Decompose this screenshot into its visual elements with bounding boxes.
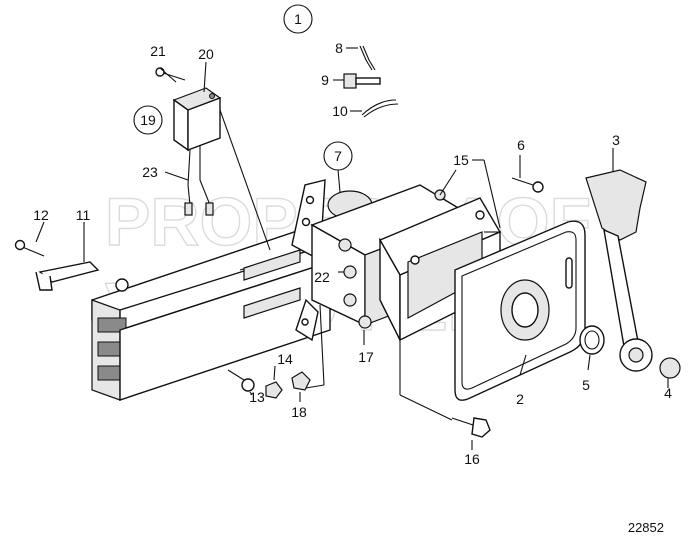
washer-13 (241, 378, 255, 392)
screw-21 (155, 67, 186, 81)
nut-22 (343, 265, 357, 279)
callout-2: 2 (516, 391, 524, 407)
split-pin-8 (359, 45, 376, 71)
callout-3: 3 (612, 132, 620, 148)
cover-plate (454, 220, 586, 401)
callout-21: 21 (150, 43, 166, 59)
callout-14: 14 (277, 351, 293, 367)
callout-23: 23 (142, 164, 158, 180)
callout-16: 16 (464, 451, 480, 467)
o-ring-inner (584, 330, 600, 350)
gasket-frame (378, 197, 502, 342)
cotter-10 (361, 99, 399, 118)
cap (659, 357, 681, 379)
callout-circle-7 (323, 141, 353, 171)
nut-18 (291, 371, 311, 391)
callout-17: 17 (358, 349, 374, 365)
control-lever (585, 169, 653, 372)
callout-15: 15 (453, 152, 469, 168)
clip-11 (35, 261, 100, 291)
callout-7: 7 (334, 148, 342, 164)
screw-6 (511, 177, 544, 193)
o-ring (579, 325, 605, 355)
pin-9 (343, 73, 381, 89)
microswitch-box (172, 87, 222, 216)
callout-12: 12 (33, 207, 49, 223)
bolt-16 (451, 417, 491, 438)
callout-labels: 1 2 3 4 5 6 7 8 9 10 11 12 13 14 15 16 1… (33, 11, 672, 467)
figure-id: 22852 (628, 520, 664, 535)
callout-10: 10 (332, 103, 348, 119)
callout-22: 22 (314, 269, 330, 285)
callout-20: 20 (198, 46, 214, 62)
callout-circle-19 (133, 105, 163, 135)
callout-8: 8 (335, 40, 343, 56)
callout-circle-1 (283, 4, 313, 34)
nut-14 (265, 381, 283, 399)
nut-17 (358, 315, 372, 329)
callout-18: 18 (291, 404, 307, 420)
leader-lines (35, 47, 669, 450)
callout-11: 11 (76, 207, 91, 223)
callout-19: 19 (140, 112, 156, 128)
callout-5: 5 (582, 377, 590, 393)
mounting-bracket (91, 229, 331, 401)
callout-13: 13 (249, 389, 265, 405)
callout-9: 9 (321, 72, 329, 88)
callout-1: 1 (294, 11, 302, 27)
callout-4: 4 (664, 385, 672, 401)
screw-12 (14, 239, 45, 257)
callout-6: 6 (517, 137, 525, 153)
